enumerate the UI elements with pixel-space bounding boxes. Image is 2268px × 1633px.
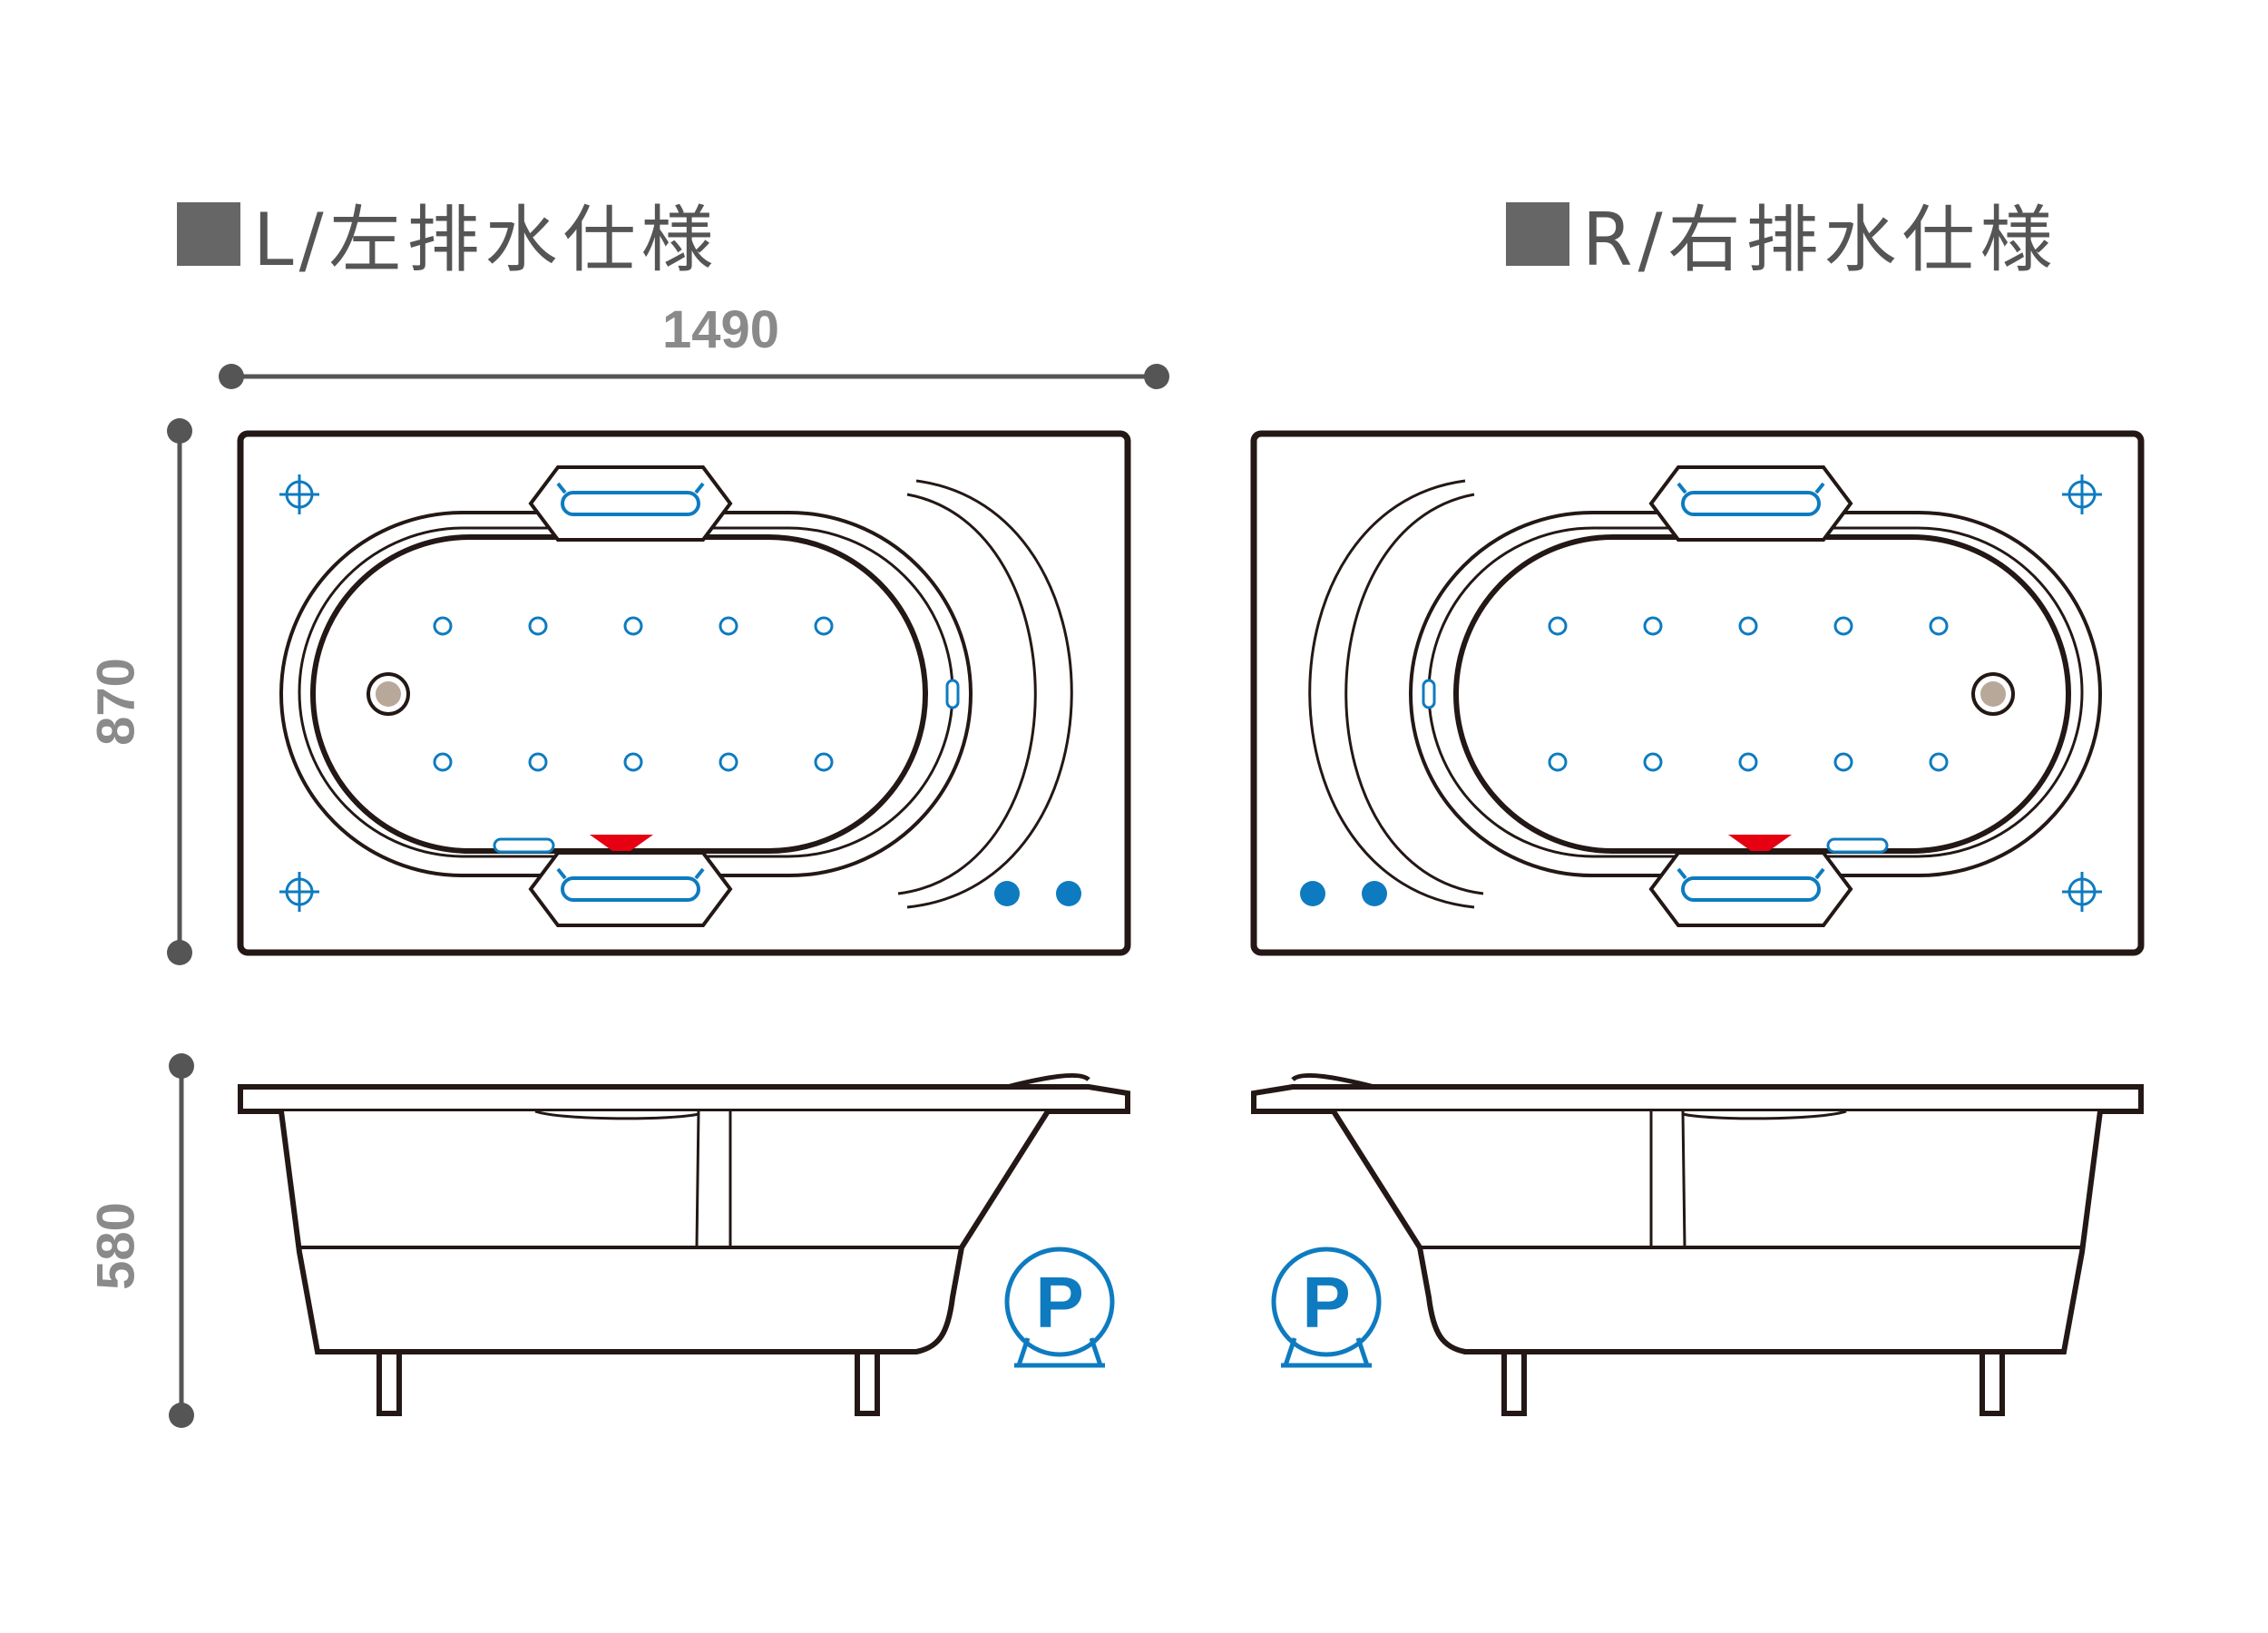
pump-icon: P — [1274, 1249, 1379, 1365]
drain-plug-icon — [367, 672, 410, 716]
heading-left-drain: L/左排水仕様 — [177, 181, 719, 287]
depth-dimension-line — [167, 418, 192, 965]
pump-symbol-text: P — [1302, 1262, 1350, 1343]
width-dimension-label: 1490 — [662, 300, 780, 359]
drain-marker-icon — [1728, 835, 1792, 857]
side-view-left — [238, 1072, 1130, 1416]
width-dimension-line — [219, 364, 1169, 389]
drain-marker-icon — [590, 835, 653, 857]
pump-symbol-text: P — [1035, 1262, 1083, 1343]
heading-right-drain: R/右排水仕様 — [1506, 181, 2058, 287]
heading-square-icon — [1506, 202, 1569, 266]
height-dimension-line — [169, 1053, 194, 1428]
plan-view-right — [1250, 430, 2145, 956]
side-view-right — [1251, 1072, 2144, 1416]
grab-handle-bottom — [1649, 851, 1853, 927]
plan-view-left — [237, 430, 1131, 956]
heading-left-text: L/左排水仕様 — [253, 198, 719, 282]
grab-handle-bottom — [529, 851, 732, 927]
heading-square-icon — [177, 202, 240, 266]
heading-right-text: R/右排水仕様 — [1582, 198, 2058, 282]
grab-handle-top — [1649, 465, 1853, 542]
control-button-icon — [994, 881, 1081, 906]
drain-plug-icon — [1971, 672, 2015, 716]
headrest-pillow-icon — [493, 679, 960, 854]
pump-icon: P — [1007, 1249, 1112, 1365]
control-button-icon — [1300, 881, 1387, 906]
headrest-pillow-icon — [1422, 679, 1889, 854]
grab-handle-top — [529, 465, 732, 542]
